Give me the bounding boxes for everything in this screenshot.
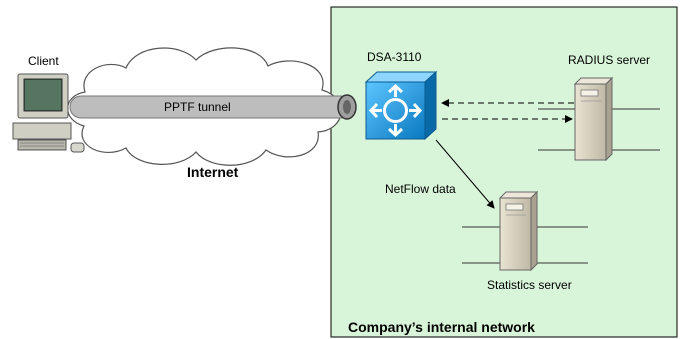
netflow-label: NetFlow data <box>385 182 456 196</box>
internal-network-area <box>330 6 678 338</box>
pptf-tunnel <box>69 94 357 120</box>
internal-network-label: Company’s internal network <box>348 319 535 335</box>
tower-server-icon <box>574 83 607 161</box>
radius-server <box>538 76 660 162</box>
router-switch-icon <box>364 70 438 141</box>
desktop-computer-icon <box>12 73 85 153</box>
internet-label: Internet <box>187 164 239 180</box>
tunnel-label: PPTF tunnel <box>164 100 231 114</box>
dsa-label: DSA-3110 <box>367 50 422 64</box>
radius-label: RADIUS server <box>568 53 651 67</box>
client-label: Client <box>28 54 59 68</box>
statistics-label: Statistics server <box>487 278 572 292</box>
netflow-arrow <box>435 139 495 209</box>
statistics-server <box>462 190 588 272</box>
